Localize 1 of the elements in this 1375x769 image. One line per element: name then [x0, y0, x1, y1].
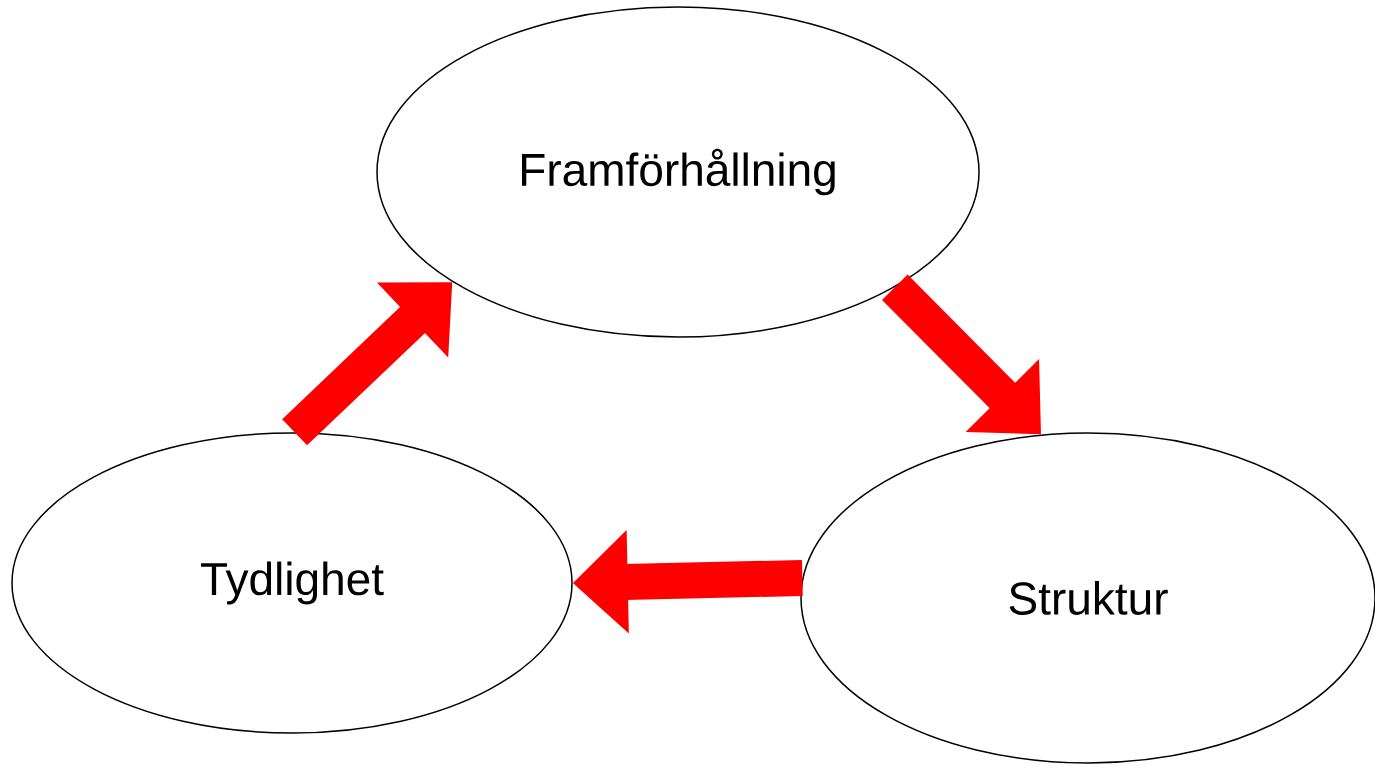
block-arrow: [882, 274, 1041, 435]
